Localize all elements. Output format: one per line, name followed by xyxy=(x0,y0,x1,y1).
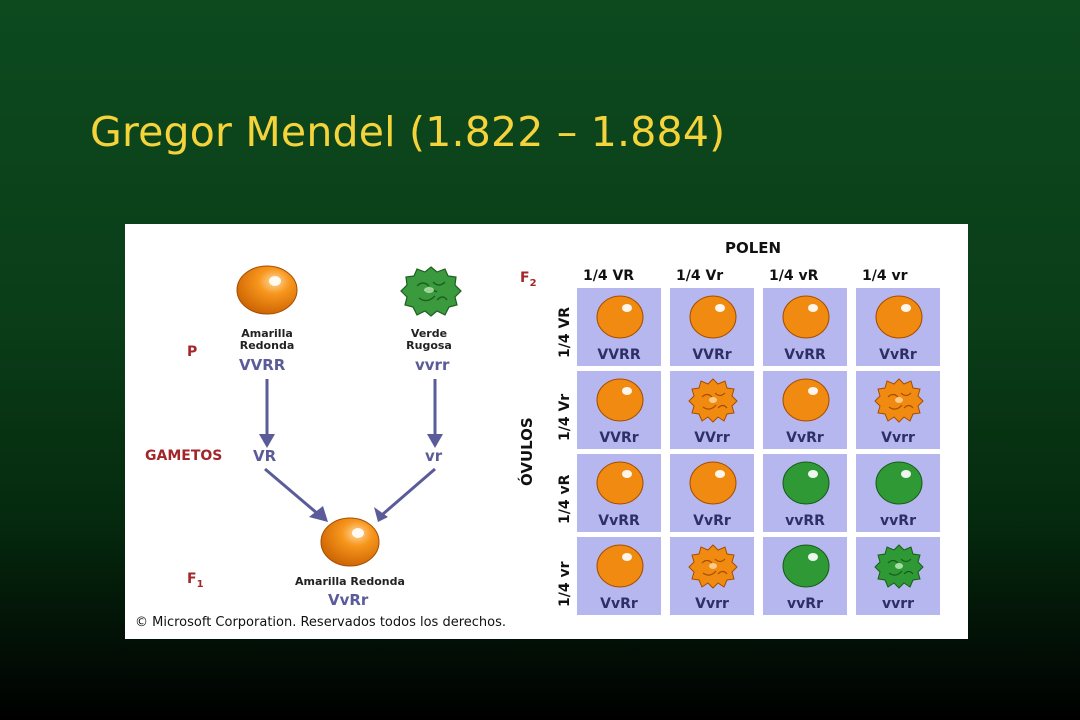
punnett-cell: VvRr xyxy=(670,454,754,532)
yellow-round-pea-icon xyxy=(596,295,644,339)
green-wrinkled-pea-icon xyxy=(874,544,924,589)
yellow-round-pea-icon xyxy=(875,295,923,339)
ovule-header: 1/4 Vr xyxy=(557,393,573,441)
cell-genotype: VVRr xyxy=(692,347,732,363)
copyright-notice: © Microsoft Corporation. Reservados todo… xyxy=(135,615,507,630)
cell-genotype: VvRr xyxy=(693,513,731,529)
yellow-round-pea-icon xyxy=(782,295,830,339)
parent-green-genotype: vvrr xyxy=(415,356,450,374)
cell-genotype: VvRR xyxy=(598,513,640,529)
cell-genotype: VvRr xyxy=(879,347,917,363)
yellow-round-pea-icon xyxy=(596,378,644,422)
f1-genotype: VvRr xyxy=(328,591,369,609)
punnett-cell: VvRr xyxy=(856,288,940,366)
punnett-cell: VvRR xyxy=(577,454,661,532)
yellow-wrinkled-pea-icon xyxy=(688,378,738,423)
cell-genotype: VvRr xyxy=(600,596,638,612)
gamete-dominant: VR xyxy=(253,447,277,465)
ovule-header: 1/4 vR xyxy=(557,474,573,524)
pollen-header: 1/4 vR xyxy=(769,268,819,284)
yellow-round-pea-icon xyxy=(596,544,644,588)
pollen-label: POLEN xyxy=(725,239,782,257)
yellow-round-pea-icon xyxy=(596,461,644,505)
ovules-label: ÓVULOS xyxy=(518,417,536,486)
cross-arrows xyxy=(259,379,443,522)
cell-genotype: vvRr xyxy=(880,513,916,529)
yellow-wrinkled-pea-icon xyxy=(688,544,738,589)
punnett-cell: vvRR xyxy=(763,454,847,532)
cell-genotype: Vvrr xyxy=(881,430,915,446)
punnett-cell: VvRr xyxy=(763,371,847,449)
ovule-header: 1/4 vr xyxy=(557,561,573,608)
cell-genotype: Vvrr xyxy=(695,596,729,612)
green-round-pea-icon xyxy=(782,544,830,588)
parent-yellow-genotype: VVRR xyxy=(239,356,286,374)
cell-genotype: VVRr xyxy=(599,430,639,446)
punnett-cell: vvRr xyxy=(763,537,847,615)
yellow-round-pea-icon xyxy=(236,265,298,315)
punnett-cell: Vvrr xyxy=(856,371,940,449)
punnett-cell: VvRr xyxy=(577,537,661,615)
pollen-header: 1/4 VR xyxy=(583,268,635,284)
green-wrinkled-pea-icon xyxy=(400,266,462,317)
yellow-wrinkled-pea-icon xyxy=(874,378,924,423)
cell-genotype: VVRR xyxy=(597,347,641,363)
green-round-pea-icon xyxy=(875,461,923,505)
cell-genotype: vvRr xyxy=(787,596,823,612)
cell-genotype: VvRr xyxy=(786,430,824,446)
gamete-recessive: vr xyxy=(425,447,443,465)
punnett-cell: vvRr xyxy=(856,454,940,532)
punnett-cell: VvRR xyxy=(763,288,847,366)
slide-title: Gregor Mendel (1.822 – 1.884) xyxy=(90,108,726,156)
cell-genotype: VVrr xyxy=(694,430,730,446)
yellow-round-pea-icon xyxy=(782,378,830,422)
f1-phenotype: Amarilla Redonda xyxy=(295,575,405,588)
yellow-round-pea-icon xyxy=(689,295,737,339)
cell-genotype: vvRR xyxy=(785,513,825,529)
punnett-cell: VVrr xyxy=(670,371,754,449)
punnett-cell: VVRr xyxy=(577,371,661,449)
gametes-label: GAMETOS xyxy=(145,448,223,464)
punnett-cell: VVRr xyxy=(670,288,754,366)
cell-genotype: VvRR xyxy=(784,347,826,363)
green-round-pea-icon xyxy=(782,461,830,505)
cell-genotype: vvrr xyxy=(881,596,915,612)
punnett-cell: Vvrr xyxy=(670,537,754,615)
pollen-header: 1/4 vr xyxy=(862,268,908,284)
f1-yellow-round-pea-icon xyxy=(320,517,380,567)
yellow-round-pea-icon xyxy=(689,461,737,505)
pollen-header: 1/4 Vr xyxy=(676,268,724,284)
p-generation-label: P xyxy=(187,344,198,360)
punnett-cell: vvrr xyxy=(856,537,940,615)
f2-generation-label: F2 xyxy=(520,270,537,289)
ovule-header: 1/4 VR xyxy=(557,306,573,358)
punnett-cell: VVRR xyxy=(577,288,661,366)
f1-generation-label: F1 xyxy=(187,571,204,590)
